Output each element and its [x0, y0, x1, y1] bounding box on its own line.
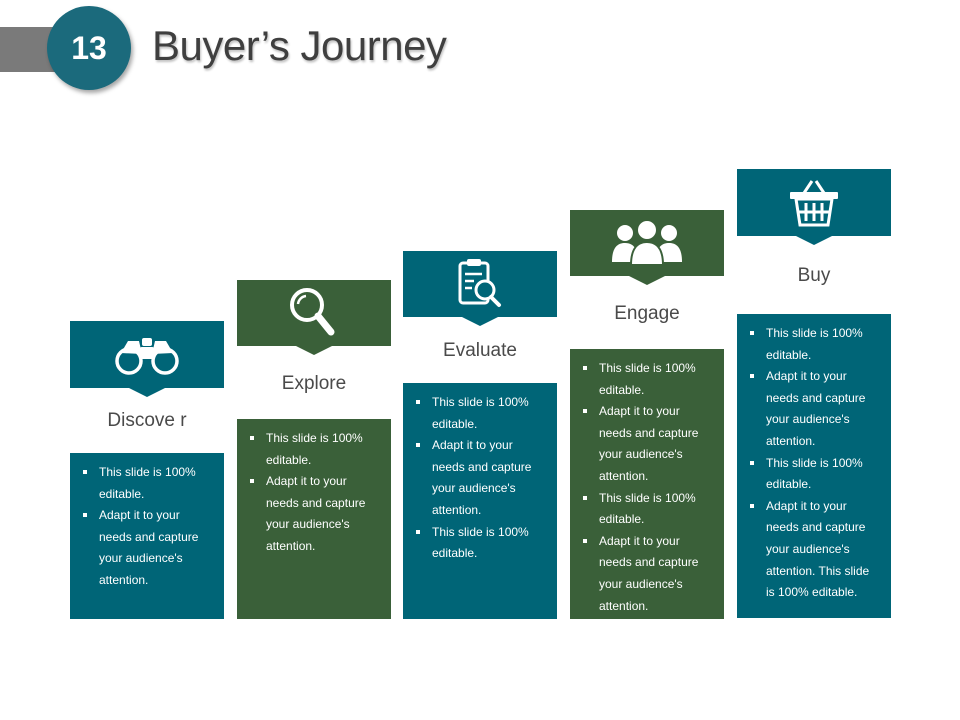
binoculars-icon: [115, 337, 179, 375]
stage-icon-box: [70, 321, 224, 397]
bullet-item: Adapt it to your needs and capture your …: [413, 435, 547, 521]
bullet-item: Adapt it to your needs and capture your …: [247, 471, 381, 557]
bullet-item: Adapt it to your needs and capture your …: [80, 505, 214, 591]
slide-title: Buyer’s Journey: [152, 22, 447, 69]
stage-text-box: This slide is 100% editable. Adapt it to…: [737, 314, 891, 618]
stage-text-box: This slide is 100% editable. Adapt it to…: [403, 383, 557, 619]
clipboard-search-icon: [458, 259, 501, 307]
stage-label: Discove r: [107, 410, 187, 431]
bullet-item: This slide is 100% editable.: [747, 453, 881, 496]
stage-label: Evaluate: [443, 340, 517, 361]
bullet-item: Adapt it to your needs and capture your …: [747, 366, 881, 452]
bullet-item: Adapt it to your needs and capture your …: [747, 496, 881, 604]
bullet-item: This slide is 100% editable.: [580, 358, 714, 401]
people-group-icon: [612, 219, 682, 266]
stage-icon-box: [737, 169, 891, 245]
bullet-item: This slide is 100% editable.: [747, 323, 881, 366]
stage-label: Buy: [797, 265, 831, 286]
bullet-item: This slide is 100% editable.: [247, 428, 381, 471]
stage-label: Engage: [614, 303, 680, 324]
stage-text-box: This slide is 100% editable. Adapt it to…: [570, 349, 724, 619]
bullet-item: This slide is 100% editable.: [580, 488, 714, 531]
bullet-item: Adapt it to your needs and capture your …: [580, 401, 714, 487]
stage-icon-box: [403, 251, 557, 326]
magnifier-icon: [290, 288, 335, 336]
bullet-item: This slide is 100% editable.: [413, 522, 547, 565]
bullet-item: Adapt it to your needs and capture your …: [580, 531, 714, 617]
bullet-item: This slide is 100% editable.: [413, 392, 547, 435]
stage-text-box: This slide is 100% editable. Adapt it to…: [237, 419, 391, 619]
stage-label: Explore: [281, 373, 347, 394]
slide-number-badge: 13: [47, 6, 131, 90]
stage-icon-box: [237, 280, 391, 355]
shopping-basket-icon: [790, 179, 838, 226]
bullet-item: This slide is 100% editable.: [80, 462, 214, 505]
stage-text-box: This slide is 100% editable. Adapt it to…: [70, 453, 224, 619]
stage-icon-box: [570, 210, 724, 285]
